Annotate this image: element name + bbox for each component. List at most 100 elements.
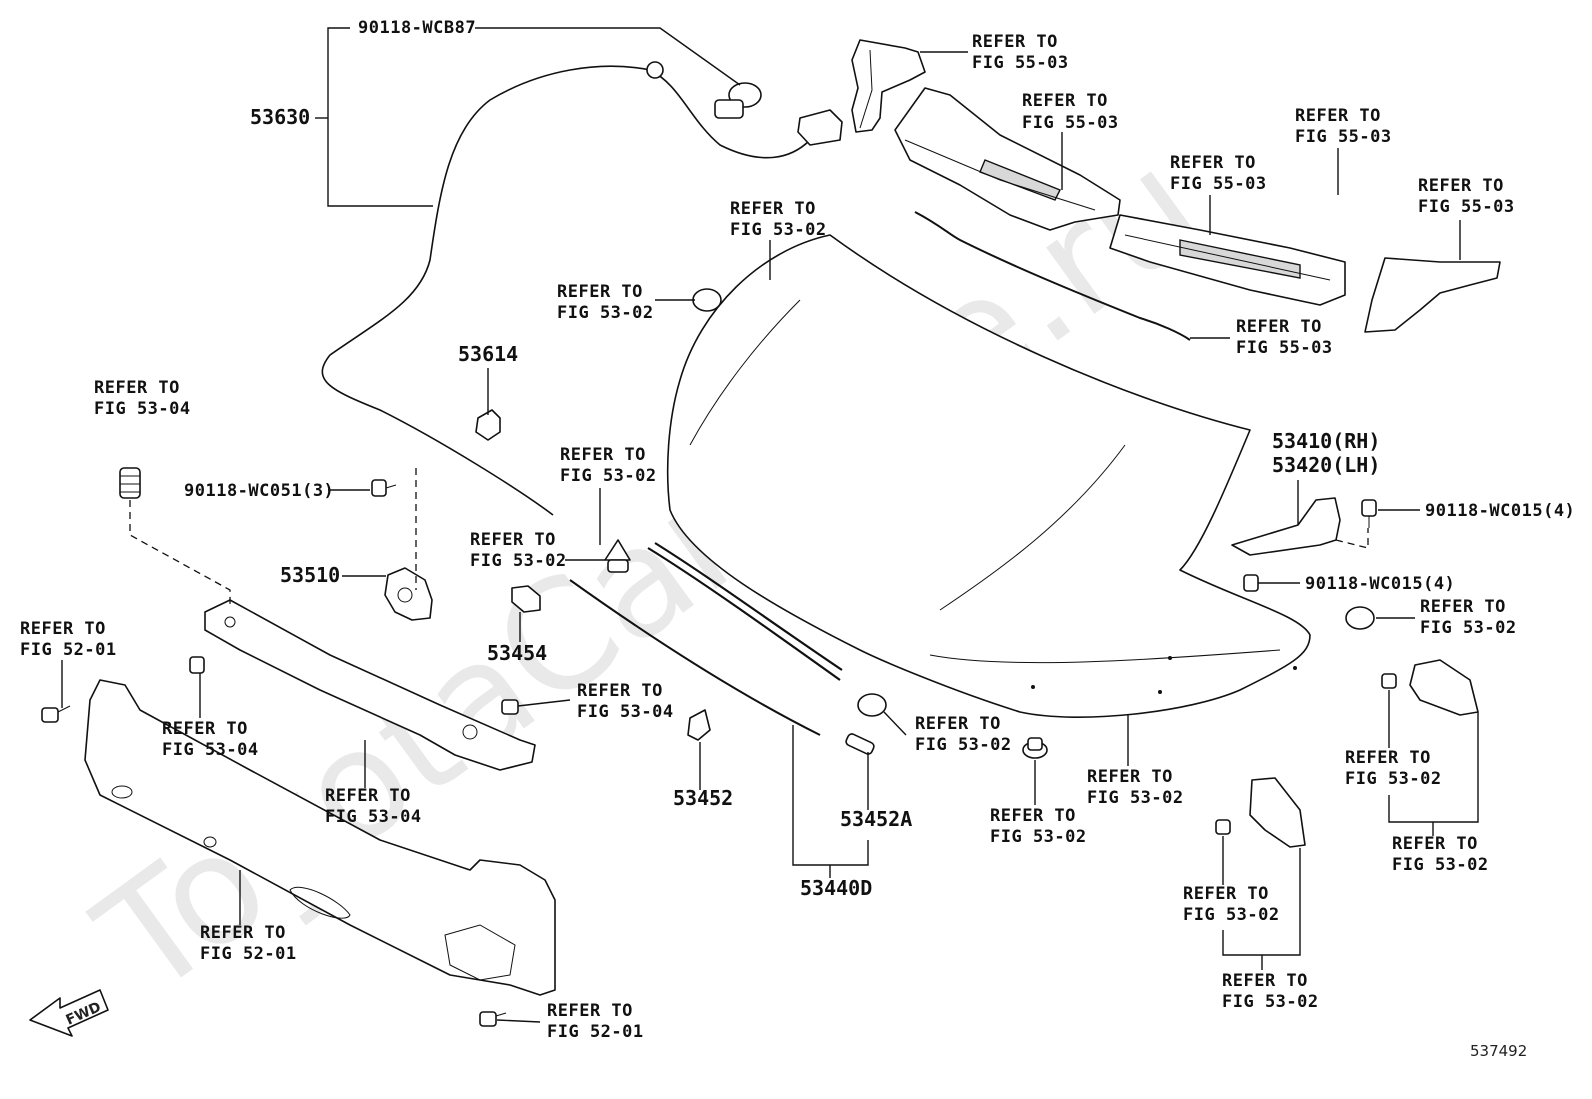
hood-cushion-right[interactable] (1345, 606, 1375, 630)
ref-53-02-rcushion-1: REFER TO (1420, 597, 1506, 617)
ref-55-03-f-2: FIG 55-03 (1236, 338, 1333, 358)
label-striker-clip: 53454 (487, 641, 547, 665)
ref-53-02-rivet-1: REFER TO (990, 806, 1076, 826)
hood-hinge-part[interactable] (1231, 497, 1341, 556)
bumper-bolt-left-part[interactable] (41, 705, 71, 723)
label-release-cable: 53630 (250, 105, 310, 129)
headlamp-bracket-right[interactable] (1409, 659, 1479, 716)
label-cable-clamp: 53614 (458, 342, 518, 366)
ref-53-04-support-2: FIG 53-04 (325, 807, 422, 827)
ref-55-03-d-2: FIG 55-03 (1170, 174, 1267, 194)
ref-53-02-bumper-1: REFER TO (557, 282, 643, 302)
cable-clamp-part[interactable] (475, 409, 501, 441)
ref-53-02-rivet-2: FIG 53-02 (990, 827, 1087, 847)
radiator-support-upper[interactable] (204, 599, 536, 771)
ref-52-01-bumper-2: FIG 52-01 (200, 944, 297, 964)
headlamp-bracket-left[interactable] (1249, 777, 1306, 848)
ref-53-04-bolt2-1: REFER TO (577, 681, 663, 701)
labels: 90118-WCB87 53630 REFER TO FIG 55-03 REF… (20, 18, 1575, 1042)
label-hinge-rh: 53410(RH) (1272, 429, 1380, 453)
ref-53-02-seal-2: FIG 53-02 (560, 466, 657, 486)
ref-55-03-f-1: REFER TO (1236, 317, 1322, 337)
cowl-louver-left[interactable] (894, 87, 1121, 231)
bracket-screw-right[interactable] (1381, 673, 1397, 689)
figure-number: 537492 (1470, 1042, 1527, 1060)
ref-53-02-hoodbottom-1: REFER TO (1087, 767, 1173, 787)
hinge-bolt-lower-part[interactable] (1243, 574, 1259, 592)
hood-bumper-stopper[interactable] (119, 467, 141, 499)
ref-55-03-e-1: REFER TO (1418, 176, 1504, 196)
ref-55-03-a-2: FIG 55-03 (972, 53, 1069, 73)
ref-53-02-hood-1: REFER TO (730, 199, 816, 219)
label-hinge-bolt-lower: 90118-WC015(4) (1305, 574, 1455, 594)
ref-53-02-lbracket-2: FIG 53-02 (1222, 992, 1319, 1012)
ref-55-03-b-1: REFER TO (1022, 91, 1108, 111)
ref-53-02-rbracket-1: REFER TO (1392, 834, 1478, 854)
striker-clip-part[interactable] (511, 585, 541, 613)
hood-release-cable[interactable] (321, 61, 843, 516)
ref-55-03-d-1: REFER TO (1170, 153, 1256, 173)
leader-lines (61, 27, 1479, 1023)
push-rivet-part[interactable] (604, 539, 631, 573)
seal-clip-part[interactable] (845, 733, 875, 756)
ref-52-01-bumper-1: REFER TO (200, 923, 286, 943)
ref-55-03-c-1: REFER TO (1295, 106, 1381, 126)
ref-53-02-hood-2: FIG 53-02 (730, 220, 827, 240)
ref-52-01-bottom-2: FIG 52-01 (547, 1022, 644, 1042)
support-bolt-part[interactable] (189, 656, 205, 674)
label-latch-bolt: 90118-WC051(3) (184, 481, 334, 501)
cowl-seal[interactable] (914, 211, 1191, 341)
label-hood-seal: 53440D (800, 876, 872, 900)
label-hood-latch: 53510 (280, 563, 340, 587)
ref-53-04-bolt-2: FIG 53-04 (162, 740, 259, 760)
ref-52-01-bottom-1: REFER TO (547, 1001, 633, 1021)
hood-panel[interactable] (666, 234, 1311, 718)
ref-52-01-left-1: REFER TO (20, 619, 106, 639)
label-hinge-bolt-upper: 90118-WC015(4) (1425, 501, 1575, 521)
ref-53-02-rscrew-1: REFER TO (1345, 748, 1431, 768)
ref-53-02-hoodbottom-2: FIG 53-02 (1087, 788, 1184, 808)
ref-53-02-seal-1: REFER TO (560, 445, 646, 465)
label-hood-support-clip: 53452 (673, 786, 733, 810)
ref-53-04-bolt2-2: FIG 53-04 (577, 702, 674, 722)
ref-53-02-rscrew-2: FIG 53-02 (1345, 769, 1442, 789)
ref-53-02-clip-1: REFER TO (470, 530, 556, 550)
cable-clip[interactable] (714, 82, 762, 119)
ref-53-02-lscrew-2: FIG 53-02 (1183, 905, 1280, 925)
hood-cushion-mid[interactable] (857, 693, 887, 717)
ref-53-04-top-1: REFER TO (94, 378, 180, 398)
bracket-screw-left[interactable] (1215, 819, 1231, 835)
bumper-bolt-bottom-part[interactable] (479, 1011, 507, 1027)
cowl-side-panel-right[interactable] (1364, 257, 1501, 333)
hood-latch-part[interactable] (384, 567, 433, 621)
ref-53-02-rcushion-2: FIG 53-02 (1420, 618, 1517, 638)
bumper-reinforcement[interactable] (84, 679, 556, 996)
ref-53-02-rbracket-2: FIG 53-02 (1392, 855, 1489, 875)
hood-seal-strip[interactable] (569, 542, 843, 736)
label-hinge-lh: 53420(LH) (1272, 453, 1380, 477)
ref-55-03-b-2: FIG 55-03 (1022, 113, 1119, 133)
hood-cushion-top[interactable] (692, 288, 722, 312)
ref-53-04-top-2: FIG 53-04 (94, 399, 191, 419)
hood-support-clip-part[interactable] (687, 709, 711, 741)
ref-53-02-bumper-2: FIG 53-02 (557, 303, 654, 323)
cowl-side-panel-left[interactable] (851, 39, 926, 133)
ref-53-02-clip-2: FIG 53-02 (470, 551, 567, 571)
ref-55-03-c-2: FIG 55-03 (1295, 127, 1392, 147)
ref-53-02-cushion-1: REFER TO (915, 714, 1001, 734)
cowl-louver-right[interactable] (1109, 214, 1346, 306)
ref-55-03-e-2: FIG 55-03 (1418, 197, 1515, 217)
hinge-bolt-upper-part[interactable] (1361, 499, 1377, 528)
ref-53-04-bolt-1: REFER TO (162, 719, 248, 739)
rivet-lower-part[interactable] (1022, 737, 1048, 759)
ref-52-01-left-2: FIG 52-01 (20, 640, 117, 660)
label-cable-clip: 90118-WCB87 (358, 18, 476, 38)
ref-53-02-lbracket-1: REFER TO (1222, 971, 1308, 991)
support-bolt2-part[interactable] (501, 699, 519, 715)
ref-53-04-support-1: REFER TO (325, 786, 411, 806)
latch-bolt-part[interactable] (371, 479, 397, 497)
ref-55-03-a-1: REFER TO (972, 32, 1058, 52)
label-seal-clip: 53452A (840, 807, 912, 831)
ref-53-02-cushion-2: FIG 53-02 (915, 735, 1012, 755)
